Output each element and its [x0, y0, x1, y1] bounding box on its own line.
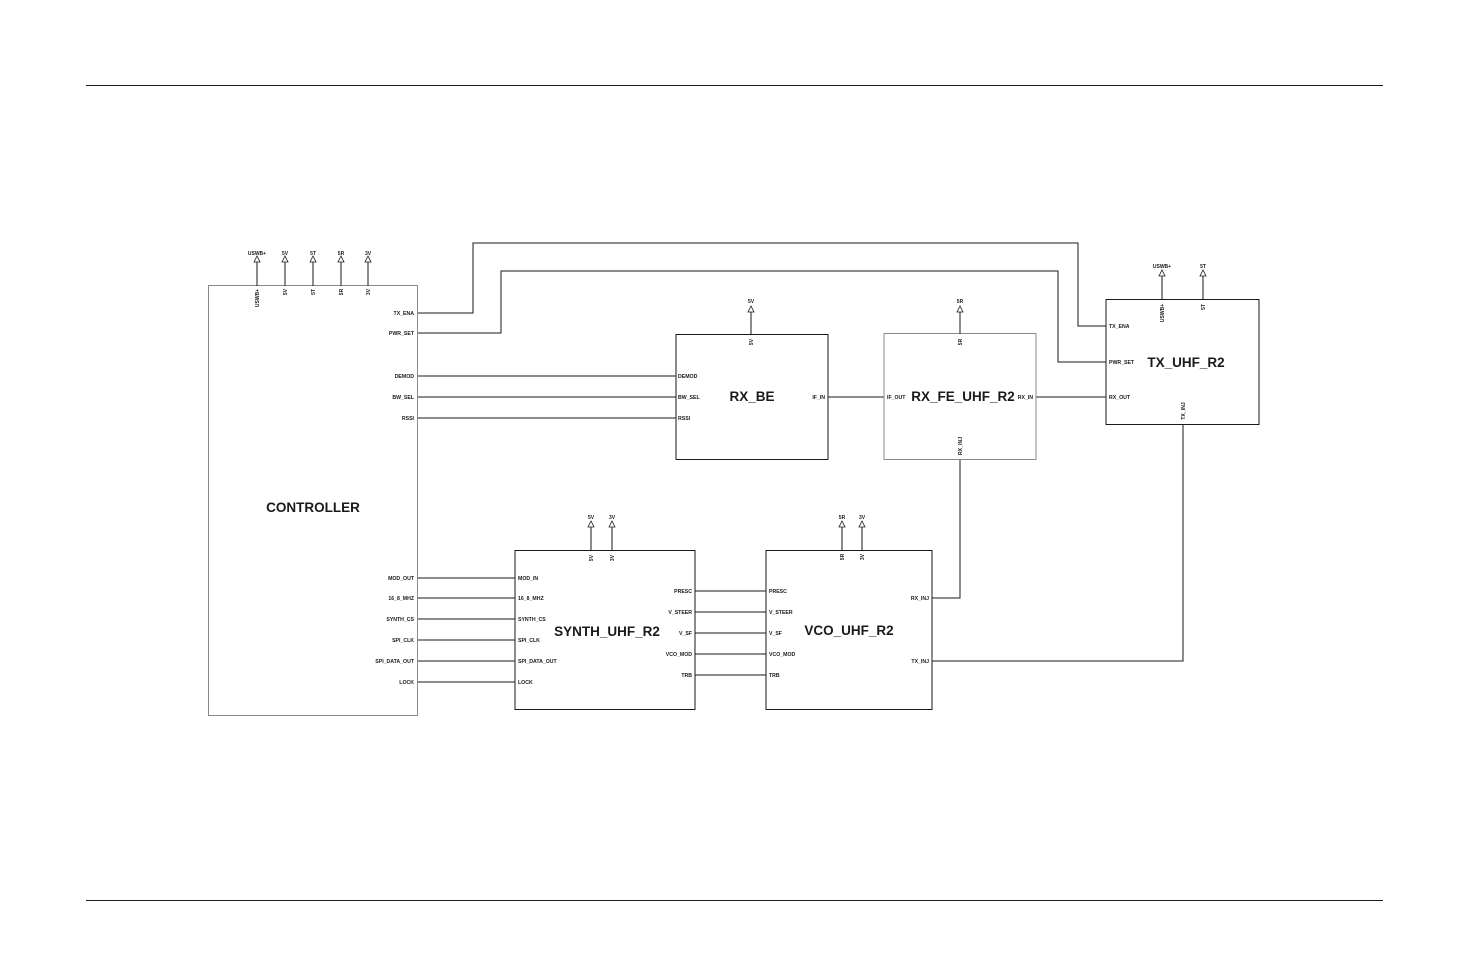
- rail-pin-label: 5V: [589, 554, 595, 561]
- pin-label: 16_8_MHZ: [388, 596, 414, 602]
- rail-arrow-icon: [337, 255, 345, 263]
- vco-title: VCO_UHF_R2: [804, 623, 893, 638]
- rail-pin-label: 3V: [610, 554, 616, 561]
- rx-fe-title: RX_FE_UHF_R2: [911, 389, 1015, 404]
- rail-label: USWB+: [1153, 264, 1171, 270]
- pin-label: TX_INJ: [911, 659, 929, 665]
- rail-pin-label: 5T: [1201, 304, 1207, 310]
- rail-pin-label: 3V: [860, 553, 866, 560]
- rail-pin-label: USWB+: [255, 289, 261, 307]
- pin-label: PWR_SET: [389, 331, 415, 337]
- rail-pin-label: 5R: [840, 553, 846, 560]
- pin-label: RSSI: [402, 416, 415, 422]
- pin-label: V_SF: [679, 631, 692, 637]
- pin-label: PRESC: [674, 589, 692, 595]
- rail-arrow-icon: [838, 520, 846, 528]
- pin-label: SPI_CLK: [392, 638, 414, 644]
- rail-label: 5T: [310, 251, 316, 257]
- rail-arrow-icon: [1199, 269, 1207, 277]
- rail-label: 5R: [839, 515, 846, 521]
- pin-label: PWR_SET: [1109, 360, 1135, 366]
- pin-label: TRB: [681, 673, 692, 679]
- pin-label: PRESC: [769, 589, 787, 595]
- pin-label: IF_IN: [812, 395, 825, 401]
- wire-tx-inj: [932, 425, 1184, 662]
- rail-pin-label: 5V: [749, 338, 755, 345]
- rx-be-block: RX_BE 5V 5V DEMOD BW_SEL RSSI IF_IN: [675, 299, 829, 460]
- pin-label: TX_ENA: [1109, 324, 1130, 330]
- rail-label: USWB+: [248, 251, 266, 257]
- pin-label: SPI_DATA_OUT: [518, 659, 558, 665]
- pin-label: RX_IN: [1018, 395, 1034, 401]
- rx-be-title: RX_BE: [729, 389, 774, 404]
- tx-title: TX_UHF_R2: [1147, 355, 1224, 370]
- rail-arrow-icon: [364, 255, 372, 263]
- rail-label: 5R: [338, 251, 345, 257]
- controller-title: CONTROLLER: [266, 500, 360, 515]
- pin-label: IF_OUT: [887, 395, 906, 401]
- rail-label: 5V: [282, 251, 289, 257]
- controller-block: CONTROLLER USWB+ 5V 5T 5R 3V USWB+ 5V 5T…: [208, 251, 418, 716]
- synth-title: SYNTH_UHF_R2: [554, 624, 660, 639]
- pin-label: 16_8_MHZ: [518, 596, 544, 602]
- rail-label: 5T: [1200, 264, 1206, 270]
- rail-pin-label: 5V: [283, 288, 289, 295]
- rail-label: 3V: [365, 251, 372, 257]
- rail-label: 5V: [748, 299, 755, 305]
- rail-arrow-icon: [1158, 269, 1166, 277]
- rail-arrow-icon: [858, 520, 866, 528]
- rail-arrow-icon: [956, 305, 964, 313]
- rail-label: 3V: [859, 515, 866, 521]
- pin-label: BW_SEL: [392, 395, 414, 401]
- pin-label: LOCK: [399, 680, 414, 686]
- rx-fe-block: RX_FE_UHF_R2 5R 5R IF_OUT RX_IN RX_INJ: [883, 299, 1037, 460]
- pin-label: V_STEER: [668, 610, 692, 616]
- pin-label: RX_INJ: [911, 596, 929, 602]
- wire-tx-ena: [418, 242, 1106, 327]
- pin-label: SYNTH_CS: [386, 617, 414, 623]
- rail-pin-label: 5R: [339, 288, 345, 295]
- rail-arrow-icon: [281, 255, 289, 263]
- pin-label: LOCK: [518, 680, 533, 686]
- rail-label: 5R: [957, 299, 964, 305]
- pin-label: TX_ENA: [394, 311, 415, 317]
- rail-label: 3V: [609, 515, 616, 521]
- vco-block: VCO_UHF_R2 5R 3V 5R 3V PRESC V_STEER V_S…: [765, 515, 933, 710]
- rail-arrow-icon: [587, 520, 595, 528]
- tx-block: TX_UHF_R2 USWB+ 5T USWB+ 5T TX_ENA PWR_S…: [1105, 264, 1260, 425]
- rail-pin-label: 5T: [311, 289, 317, 295]
- wire-rx-inj: [932, 460, 961, 599]
- rail-arrow-icon: [608, 520, 616, 528]
- pin-label: MOD_IN: [518, 576, 538, 582]
- pin-label: SPI_DATA_OUT: [375, 659, 415, 665]
- pin-label: VCO_MOD: [666, 652, 692, 658]
- pin-label: RSSI: [678, 416, 691, 422]
- pin-label: RX_OUT: [1109, 395, 1131, 401]
- pin-label: SPI_CLK: [518, 638, 540, 644]
- rail-label: 5V: [588, 515, 595, 521]
- controller-rails: USWB+ 5V 5T 5R 3V USWB+ 5V 5T 5R 3V: [248, 251, 372, 307]
- synth-block: SYNTH_UHF_R2 5V 3V 5V 3V MOD_IN 16_8_MHZ…: [514, 515, 696, 710]
- pin-label: TRB: [769, 673, 780, 679]
- pin-label: SYNTH_CS: [518, 617, 546, 623]
- pin-label: TX_INJ: [1181, 402, 1187, 420]
- pin-label: MOD_OUT: [388, 576, 415, 582]
- pin-label: RX_INJ: [958, 437, 964, 455]
- pin-label: BW_SEL: [678, 395, 700, 401]
- pin-label: VCO_MOD: [769, 652, 795, 658]
- rail-pin-label: 3V: [366, 288, 372, 295]
- pin-label: DEMOD: [678, 374, 698, 380]
- pin-label: DEMOD: [395, 374, 415, 380]
- wire-pwr-set: [418, 270, 1106, 363]
- pin-label: V_SF: [769, 631, 782, 637]
- wires: [418, 242, 1184, 683]
- rail-arrow-icon: [747, 305, 755, 313]
- rail-pin-label: 5R: [958, 338, 964, 345]
- rail-arrow-icon: [253, 255, 261, 263]
- rail-arrow-icon: [309, 255, 317, 263]
- pin-label: V_STEER: [769, 610, 793, 616]
- rail-pin-label: USWB+: [1160, 304, 1166, 322]
